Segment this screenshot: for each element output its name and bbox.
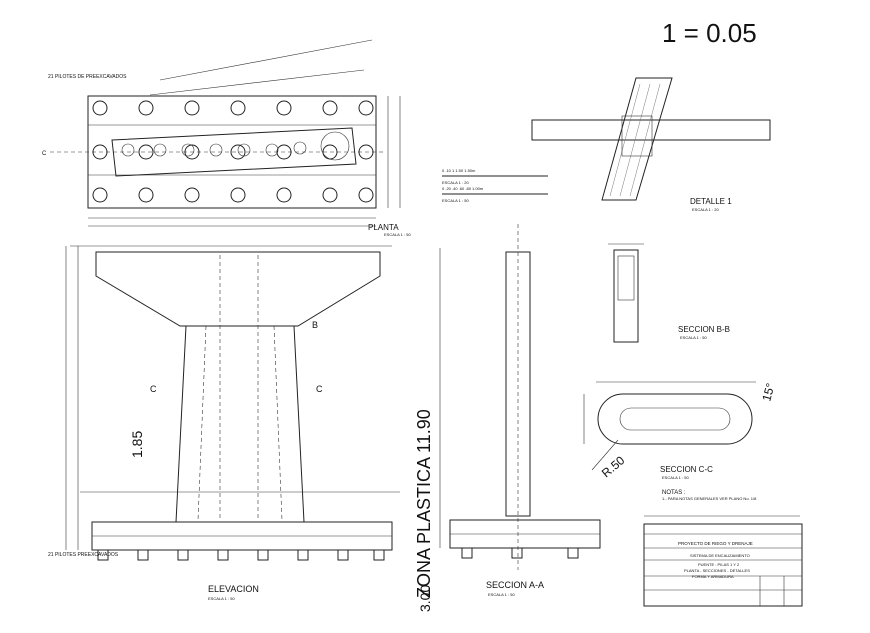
cut-b-label: B xyxy=(312,320,318,330)
section-cc-scale: ESCALA 1 : 50 xyxy=(662,475,689,480)
notes-title: NOTAS : xyxy=(662,490,686,496)
plan-scale: ESCALA 1 : 50 xyxy=(384,232,411,237)
notes-line1: 1.- PARA NOTAS GENERALES VER PLANO No. 1… xyxy=(662,496,757,501)
section-bb: SECCION B-B ESCALA 1 : 50 xyxy=(608,243,730,343)
svg-text:ESCALA 1 : 20: ESCALA 1 : 20 xyxy=(442,180,469,185)
project-name: PROYECTO DE RIEGO Y DRENAJE xyxy=(678,541,753,546)
content-line1: PLANTA - SECCIONES - DETALLES xyxy=(684,568,750,573)
elevation-title: ELEVACION xyxy=(208,584,259,594)
zona-plastica-label: ZONA PLASTICA 11.90 xyxy=(414,409,434,598)
cut-c-left: C xyxy=(150,384,157,394)
bridge-name: PUENTE : PILAS 1 Y 2 xyxy=(698,562,740,567)
section-cc: R.50 15° SECCION C-C ESCALA 1 : 50 xyxy=(583,381,778,480)
svg-text:0 .20 .40 .60 .80 1.00m: 0 .20 .40 .60 .80 1.00m xyxy=(442,186,484,191)
svg-text:ESCALA 1 : 50: ESCALA 1 : 50 xyxy=(442,198,469,203)
section-bb-title: SECCION B-B xyxy=(678,325,730,334)
scale-bars: 0 .10 1 1.50 1.50m ESCALA 1 : 20 0 .20 .… xyxy=(442,168,548,203)
section-cc-title: SECCION C-C xyxy=(660,465,713,474)
cut-c-right: C xyxy=(316,384,323,394)
elevation-view: C C B 1.85 ELEVACION ESCALA 1 : 50 21 PI… xyxy=(48,245,400,601)
elevation-scale: ESCALA 1 : 50 xyxy=(208,596,235,601)
plan-title: PLANTA xyxy=(368,223,399,232)
plan-note: 21 PILOTES DE PREEXCAVADOS xyxy=(48,74,127,80)
base-dim-label: 3.00 xyxy=(417,585,433,612)
detail-scale: ESCALA 1 : 20 xyxy=(692,207,719,212)
section-aa: SECCION A-A ESCALA 1 : 50 xyxy=(439,224,601,597)
section-aa-scale: ESCALA 1 : 50 xyxy=(488,592,515,597)
detail-title: DETALLE 1 xyxy=(690,197,732,206)
dim-height: 1.85 xyxy=(129,431,145,458)
title-block: PROYECTO DE RIEGO Y DRENAJE SISTEMA DE E… xyxy=(643,515,803,607)
system-name: SISTEMA DE ENCAUZAMIENTO xyxy=(690,553,750,558)
section-aa-title: SECCION A-A xyxy=(486,580,544,590)
section-bb-scale: ESCALA 1 : 50 xyxy=(680,335,707,340)
svg-text:C: C xyxy=(42,151,47,157)
content-line2: FORMA Y ARMADURA xyxy=(692,574,734,579)
plan-view: 21 PILOTES DE PREEXCAVADOS PLANTA ESCALA… xyxy=(42,39,411,237)
elevation-note: 21 PILOTES PREEXCAVADOS xyxy=(48,552,119,558)
scale-label: 1 = 0.05 xyxy=(662,18,757,48)
section-cc-angle: 15° xyxy=(759,381,777,402)
detail-1: DETALLE 1 ESCALA 1 : 20 xyxy=(531,77,771,212)
svg-text:0 .10 1 1.50 1.50m: 0 .10 1 1.50 1.50m xyxy=(442,168,476,173)
